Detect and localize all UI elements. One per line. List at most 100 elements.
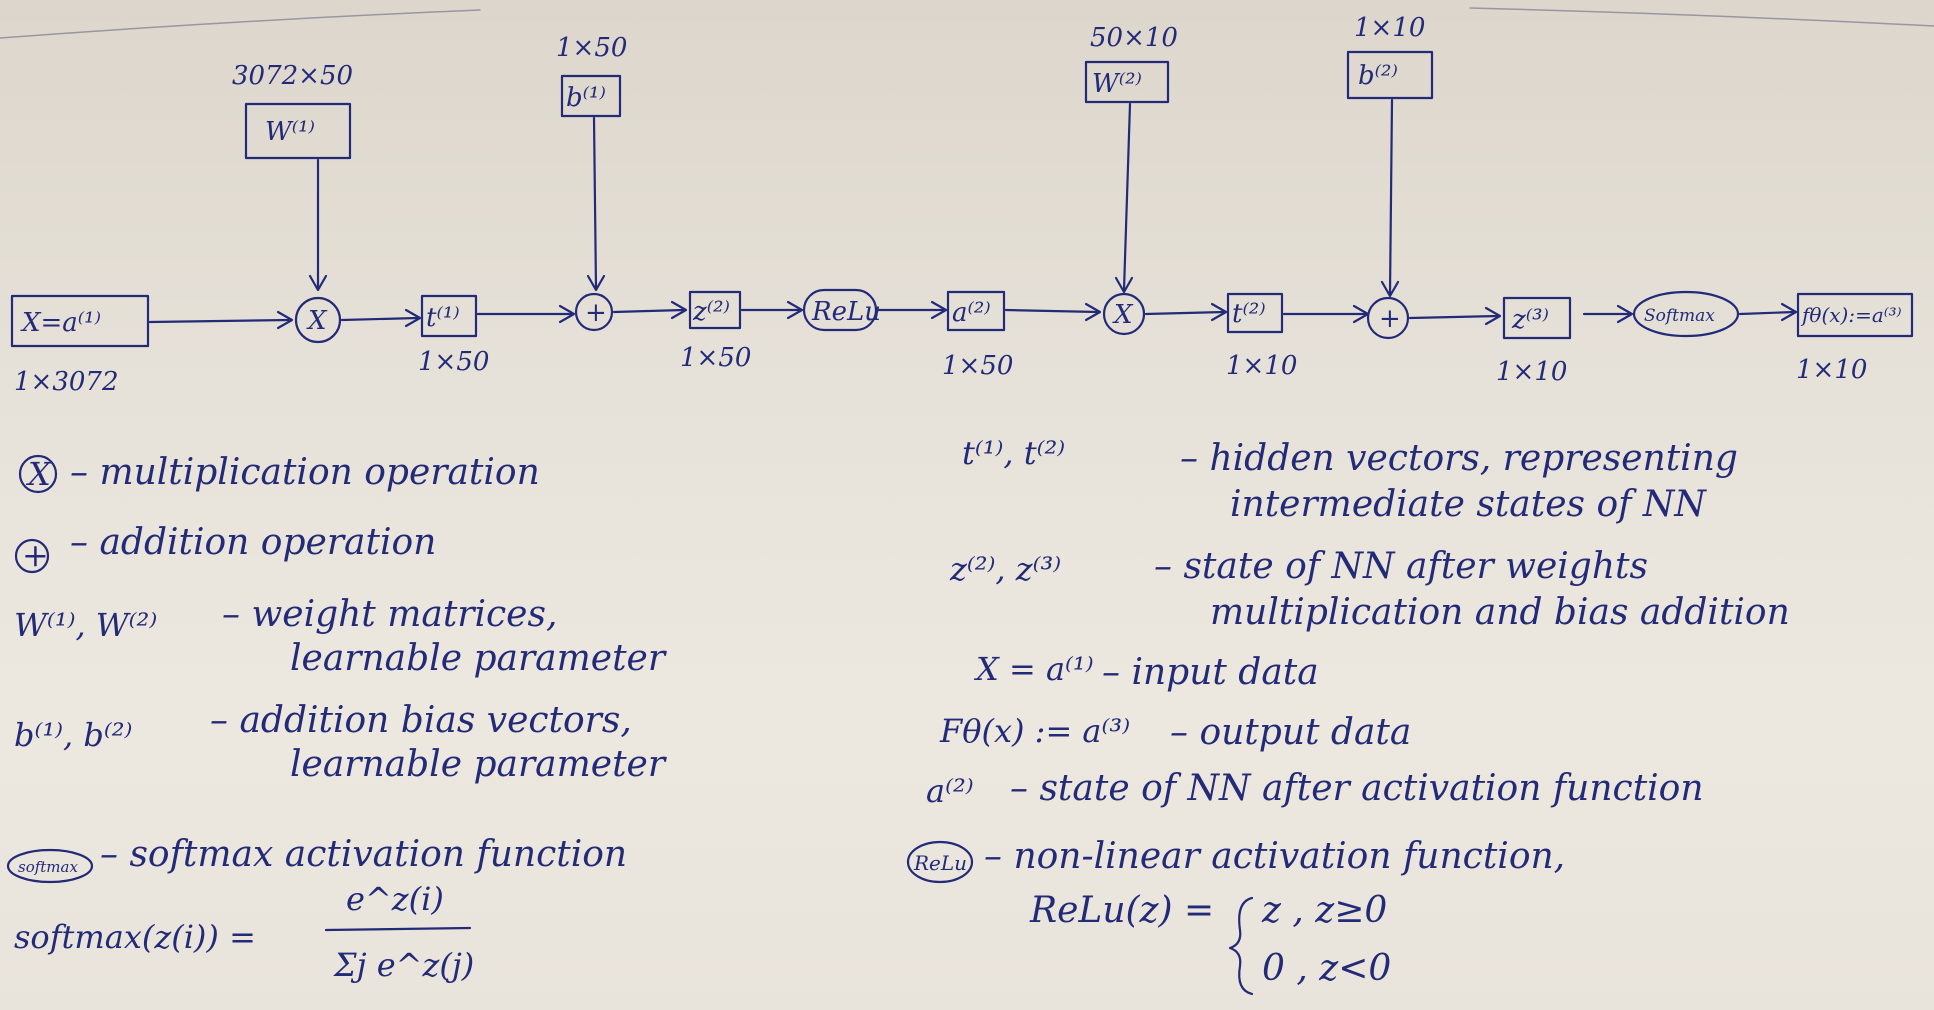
- legend-w-1: – weight matrices,: [222, 594, 557, 635]
- add1-label: +: [585, 298, 607, 328]
- legend-w-2: learnable parameter: [290, 638, 667, 679]
- arrow-head: [276, 310, 294, 330]
- output-label: fθ(x):=a⁽³⁾: [1800, 303, 1902, 327]
- arrow: [1408, 314, 1500, 320]
- legend-b-1: – addition bias vectors,: [210, 700, 632, 741]
- legend-softmax-sym: softmax: [18, 858, 78, 876]
- input-label: X=a⁽¹⁾: [20, 308, 101, 338]
- arrow: [1388, 98, 1394, 296]
- legend-relu-sym: ReLu: [913, 851, 967, 875]
- b2-dim: 1×10: [1354, 13, 1425, 43]
- input-dim: 1×3072: [14, 367, 119, 397]
- arrow: [1004, 308, 1100, 314]
- multiply-node: [294, 296, 342, 344]
- legend-z-sym: z⁽²⁾, z⁽³⁾: [949, 550, 1061, 588]
- output-dim: 1×10: [1796, 355, 1867, 385]
- z3-box: [1502, 296, 1572, 340]
- w2-label: W⁽²⁾: [1092, 69, 1142, 99]
- legend-z-1: – state of NN after weights: [1154, 546, 1648, 587]
- a2-dim: 1×50: [942, 351, 1013, 381]
- arrow-head: [670, 300, 688, 320]
- arrow-head: [308, 274, 328, 292]
- arrow: [1144, 310, 1226, 316]
- legend-b-sym: b⁽¹⁾, b⁽²⁾: [14, 716, 132, 754]
- w2-dim: 50×10: [1090, 23, 1178, 53]
- arrow-head: [558, 304, 576, 324]
- arrow: [1122, 102, 1132, 292]
- arrow-head: [1484, 306, 1502, 326]
- arrow-head: [1780, 302, 1798, 322]
- t1-dim: 1×50: [418, 347, 489, 377]
- b2-box: [1346, 50, 1434, 100]
- add-node: [1366, 296, 1410, 340]
- arrow-head: [1210, 302, 1228, 322]
- arrow: [592, 116, 598, 290]
- b1-label: b⁽¹⁾: [566, 83, 606, 113]
- relu-node: [802, 288, 878, 332]
- z3-dim: 1×10: [1496, 357, 1567, 387]
- relu-symbol: [906, 840, 974, 884]
- t2-box: [1226, 292, 1284, 334]
- arrow-head: [1114, 276, 1134, 294]
- fraction-bar: [324, 926, 472, 932]
- page-edge-line: [0, 9, 481, 39]
- relu-label: ReLu: [811, 297, 881, 327]
- z2-label: z⁽²⁾: [692, 297, 730, 327]
- softmax-symbol: [6, 848, 94, 884]
- arrow-head: [404, 308, 422, 328]
- softmax-formula-den: Σj e^z(j): [333, 946, 474, 984]
- b1-box: [560, 74, 622, 118]
- add-symbol: [14, 538, 50, 574]
- softmax-formula-num: e^z(i): [346, 880, 444, 918]
- legend-x: – input data: [1102, 652, 1319, 693]
- legend-relu: – non-linear activation function,: [984, 836, 1565, 877]
- legend-f-sym: Fθ(x) := a⁽³⁾: [939, 712, 1130, 750]
- add2-label: +: [1379, 304, 1401, 334]
- legend-t-sym: t⁽¹⁾, t⁽²⁾: [962, 434, 1065, 472]
- cases-brace: [1228, 896, 1254, 996]
- relu-case-1: z , z≥0: [1261, 890, 1387, 931]
- w2-box: [1084, 60, 1170, 104]
- legend-a: – state of NN after activation function: [1010, 768, 1704, 809]
- arrow: [340, 316, 420, 322]
- b1-dim: 1×50: [556, 33, 627, 63]
- mult1-label: X: [306, 306, 328, 336]
- page-edge-line: [1469, 7, 1934, 27]
- w1-box: [244, 102, 352, 160]
- arrow: [612, 308, 686, 314]
- arrow-head: [586, 274, 606, 292]
- arrow-head: [786, 300, 804, 320]
- w1-dim: 3072×50: [232, 61, 353, 91]
- softmax-label: Softmax: [1644, 306, 1715, 326]
- legend-w-sym: W⁽¹⁾, W⁽²⁾: [14, 606, 157, 644]
- arrow-head: [1616, 304, 1634, 324]
- legend-t-2: intermediate states of NN: [1230, 484, 1707, 525]
- legend-f: – output data: [1170, 712, 1411, 753]
- add-node: [574, 292, 614, 332]
- arrow-head: [930, 300, 948, 320]
- relu-formula-lhs: ReLu(z) =: [1029, 890, 1214, 931]
- t1-box: [420, 294, 478, 338]
- legend-b-2: learnable parameter: [290, 744, 667, 785]
- legend-x-sym: X = a⁽¹⁾: [973, 650, 1094, 688]
- arrow: [148, 318, 292, 324]
- t2-label: t⁽²⁾: [1232, 299, 1266, 329]
- softmax-node: [1632, 290, 1740, 338]
- b2-label: b⁽²⁾: [1358, 61, 1398, 91]
- legend-a-sym: a⁽²⁾: [926, 772, 974, 810]
- softmax-formula-lhs: softmax(z(i)) =: [14, 918, 256, 956]
- w1-label: W⁽¹⁾: [265, 117, 315, 147]
- t2-dim: 1×10: [1226, 351, 1297, 381]
- mult2-label: X: [1112, 300, 1134, 330]
- arrow-head: [1380, 280, 1400, 298]
- output-box: [1796, 292, 1914, 338]
- a2-label: a⁽²⁾: [952, 298, 991, 328]
- t1-label: t⁽¹⁾: [426, 303, 460, 333]
- multiply-symbol: [18, 454, 58, 494]
- legend-z-2: multiplication and bias addition: [1210, 592, 1790, 633]
- legend-t-1: – hidden vectors, representing: [1180, 438, 1738, 479]
- legend-softmax: – softmax activation function: [100, 834, 627, 875]
- legend-mult: – multiplication operation: [70, 452, 540, 493]
- arrow-head: [1084, 302, 1102, 322]
